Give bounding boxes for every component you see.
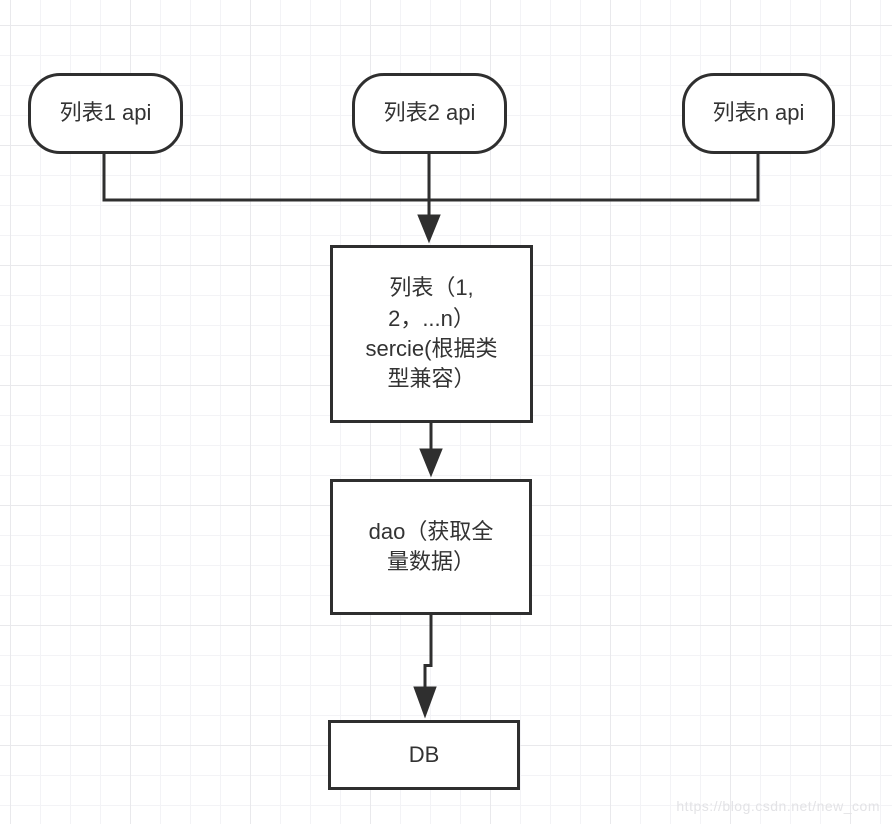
node-list-service-label: 列表（1, 2，...n） sercie(根据类 型兼容） bbox=[365, 275, 498, 392]
node-listn-api-label: 列表n api bbox=[712, 100, 805, 126]
node-list-service: 列表（1, 2，...n） sercie(根据类 型兼容） bbox=[330, 245, 533, 423]
node-dao: dao（获取全 量数据） bbox=[330, 479, 532, 615]
node-list2-api: 列表2 api bbox=[352, 73, 507, 154]
node-list1-api-label: 列表1 api bbox=[59, 100, 152, 126]
edge-dao-db-line bbox=[423, 612, 433, 691]
node-dao-label: dao（获取全 量数据） bbox=[368, 518, 494, 574]
node-db: DB bbox=[328, 720, 520, 790]
edge-api-bus bbox=[102, 152, 760, 202]
edge-dao-db-arrowhead bbox=[413, 686, 437, 719]
csdn-watermark: https://blog.csdn.net/new_com bbox=[676, 798, 880, 814]
node-db-label: DB bbox=[408, 741, 440, 767]
node-list1-api: 列表1 api bbox=[28, 73, 183, 154]
edge-service-dao-arrowhead bbox=[419, 448, 443, 478]
node-list2-api-label: 列表2 api bbox=[383, 100, 476, 126]
edge-api2-service-arrowhead bbox=[417, 214, 441, 244]
node-listn-api: 列表n api bbox=[682, 73, 835, 154]
